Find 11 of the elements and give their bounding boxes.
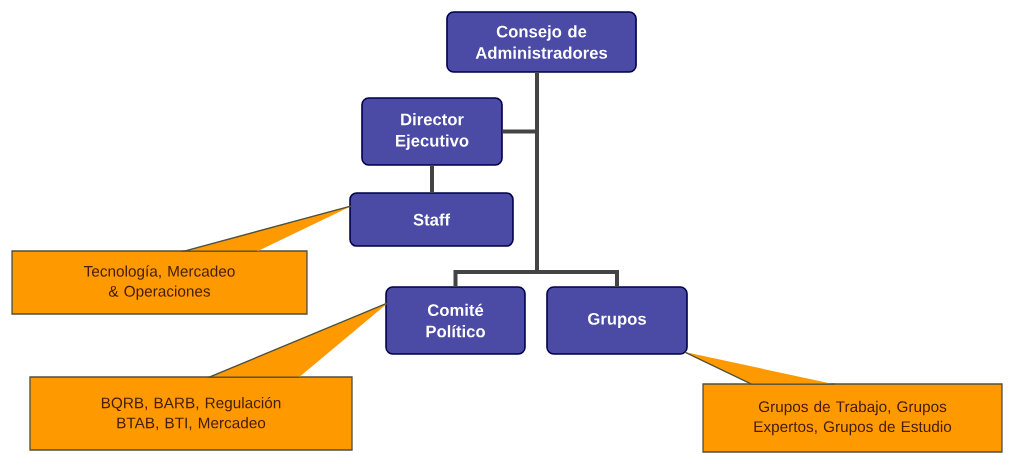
org-box: Director Ejecutivo xyxy=(361,97,503,166)
callout-pointer xyxy=(684,351,836,385)
callout-box: BQRB, BARB, Regulación BTAB, BTI, Mercadeo xyxy=(29,376,353,451)
connector-line xyxy=(430,165,434,193)
org-box: Consejo de Administradores xyxy=(446,11,637,73)
callout-pointer xyxy=(179,204,354,252)
connector-line xyxy=(535,72,619,287)
org-box: Comité Político xyxy=(385,286,526,355)
org-box: Grupos xyxy=(546,286,688,355)
org-box: Staff xyxy=(349,192,514,247)
callout-pointer xyxy=(206,301,390,378)
